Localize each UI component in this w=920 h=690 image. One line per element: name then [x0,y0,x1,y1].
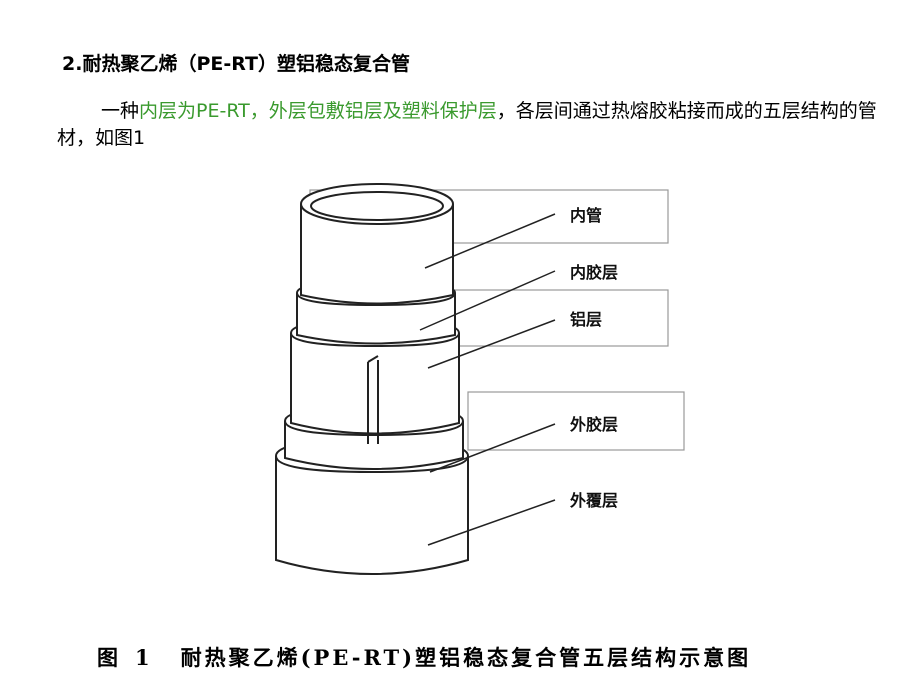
caption-text: 耐热聚乙烯(PE-RT)塑铝稳态复合管五层结构示意图 [180,645,752,670]
label-inner-adhesive: 内胶层 [570,263,618,282]
slide-heading: 2.耐热聚乙烯（PE-RT）塑铝稳态复合管 [62,53,410,75]
label-inner-pipe: 内管 [570,206,602,225]
caption-prefix: 图 [97,645,121,670]
label-box-aluminum [454,289,669,347]
caption-number: 1 [135,645,153,670]
leader-outer-adhesive [429,423,556,473]
leader-inner-adhesive [419,270,556,331]
paragraph-highlight: 内层为PE-RT，外层包敷铝层及塑料保护层 [139,100,497,122]
leader-inner-pipe [424,213,556,269]
inner-pipe-body [300,204,454,305]
label-outer-adhesive: 外胶层 [569,415,618,434]
paragraph-text-start: 一种 [101,100,140,122]
label-box-outer-adhesive [467,391,685,451]
leader-outer-cover [427,499,556,546]
aluminum-seam [367,355,379,444]
leader-aluminum [427,319,556,369]
description-paragraph: 一种内层为PE-RT，外层包敷铝层及塑料保护层，各层间通过热熔胶粘接而成的五层结… [57,98,887,152]
inner-adhesive-layer [296,293,456,345]
paragraph-text-end: ，各层间通过热熔胶粘接而成的五层结构的管材，如图1 [57,100,877,149]
inner-pipe-inner-rim [310,191,444,221]
inner-pipe-outer-rim [300,183,454,225]
label-outer-cover: 外覆层 [569,491,618,510]
aluminum-layer [290,333,460,435]
label-aluminum: 铝层 [570,310,602,329]
outer-cover-layer [275,456,469,575]
